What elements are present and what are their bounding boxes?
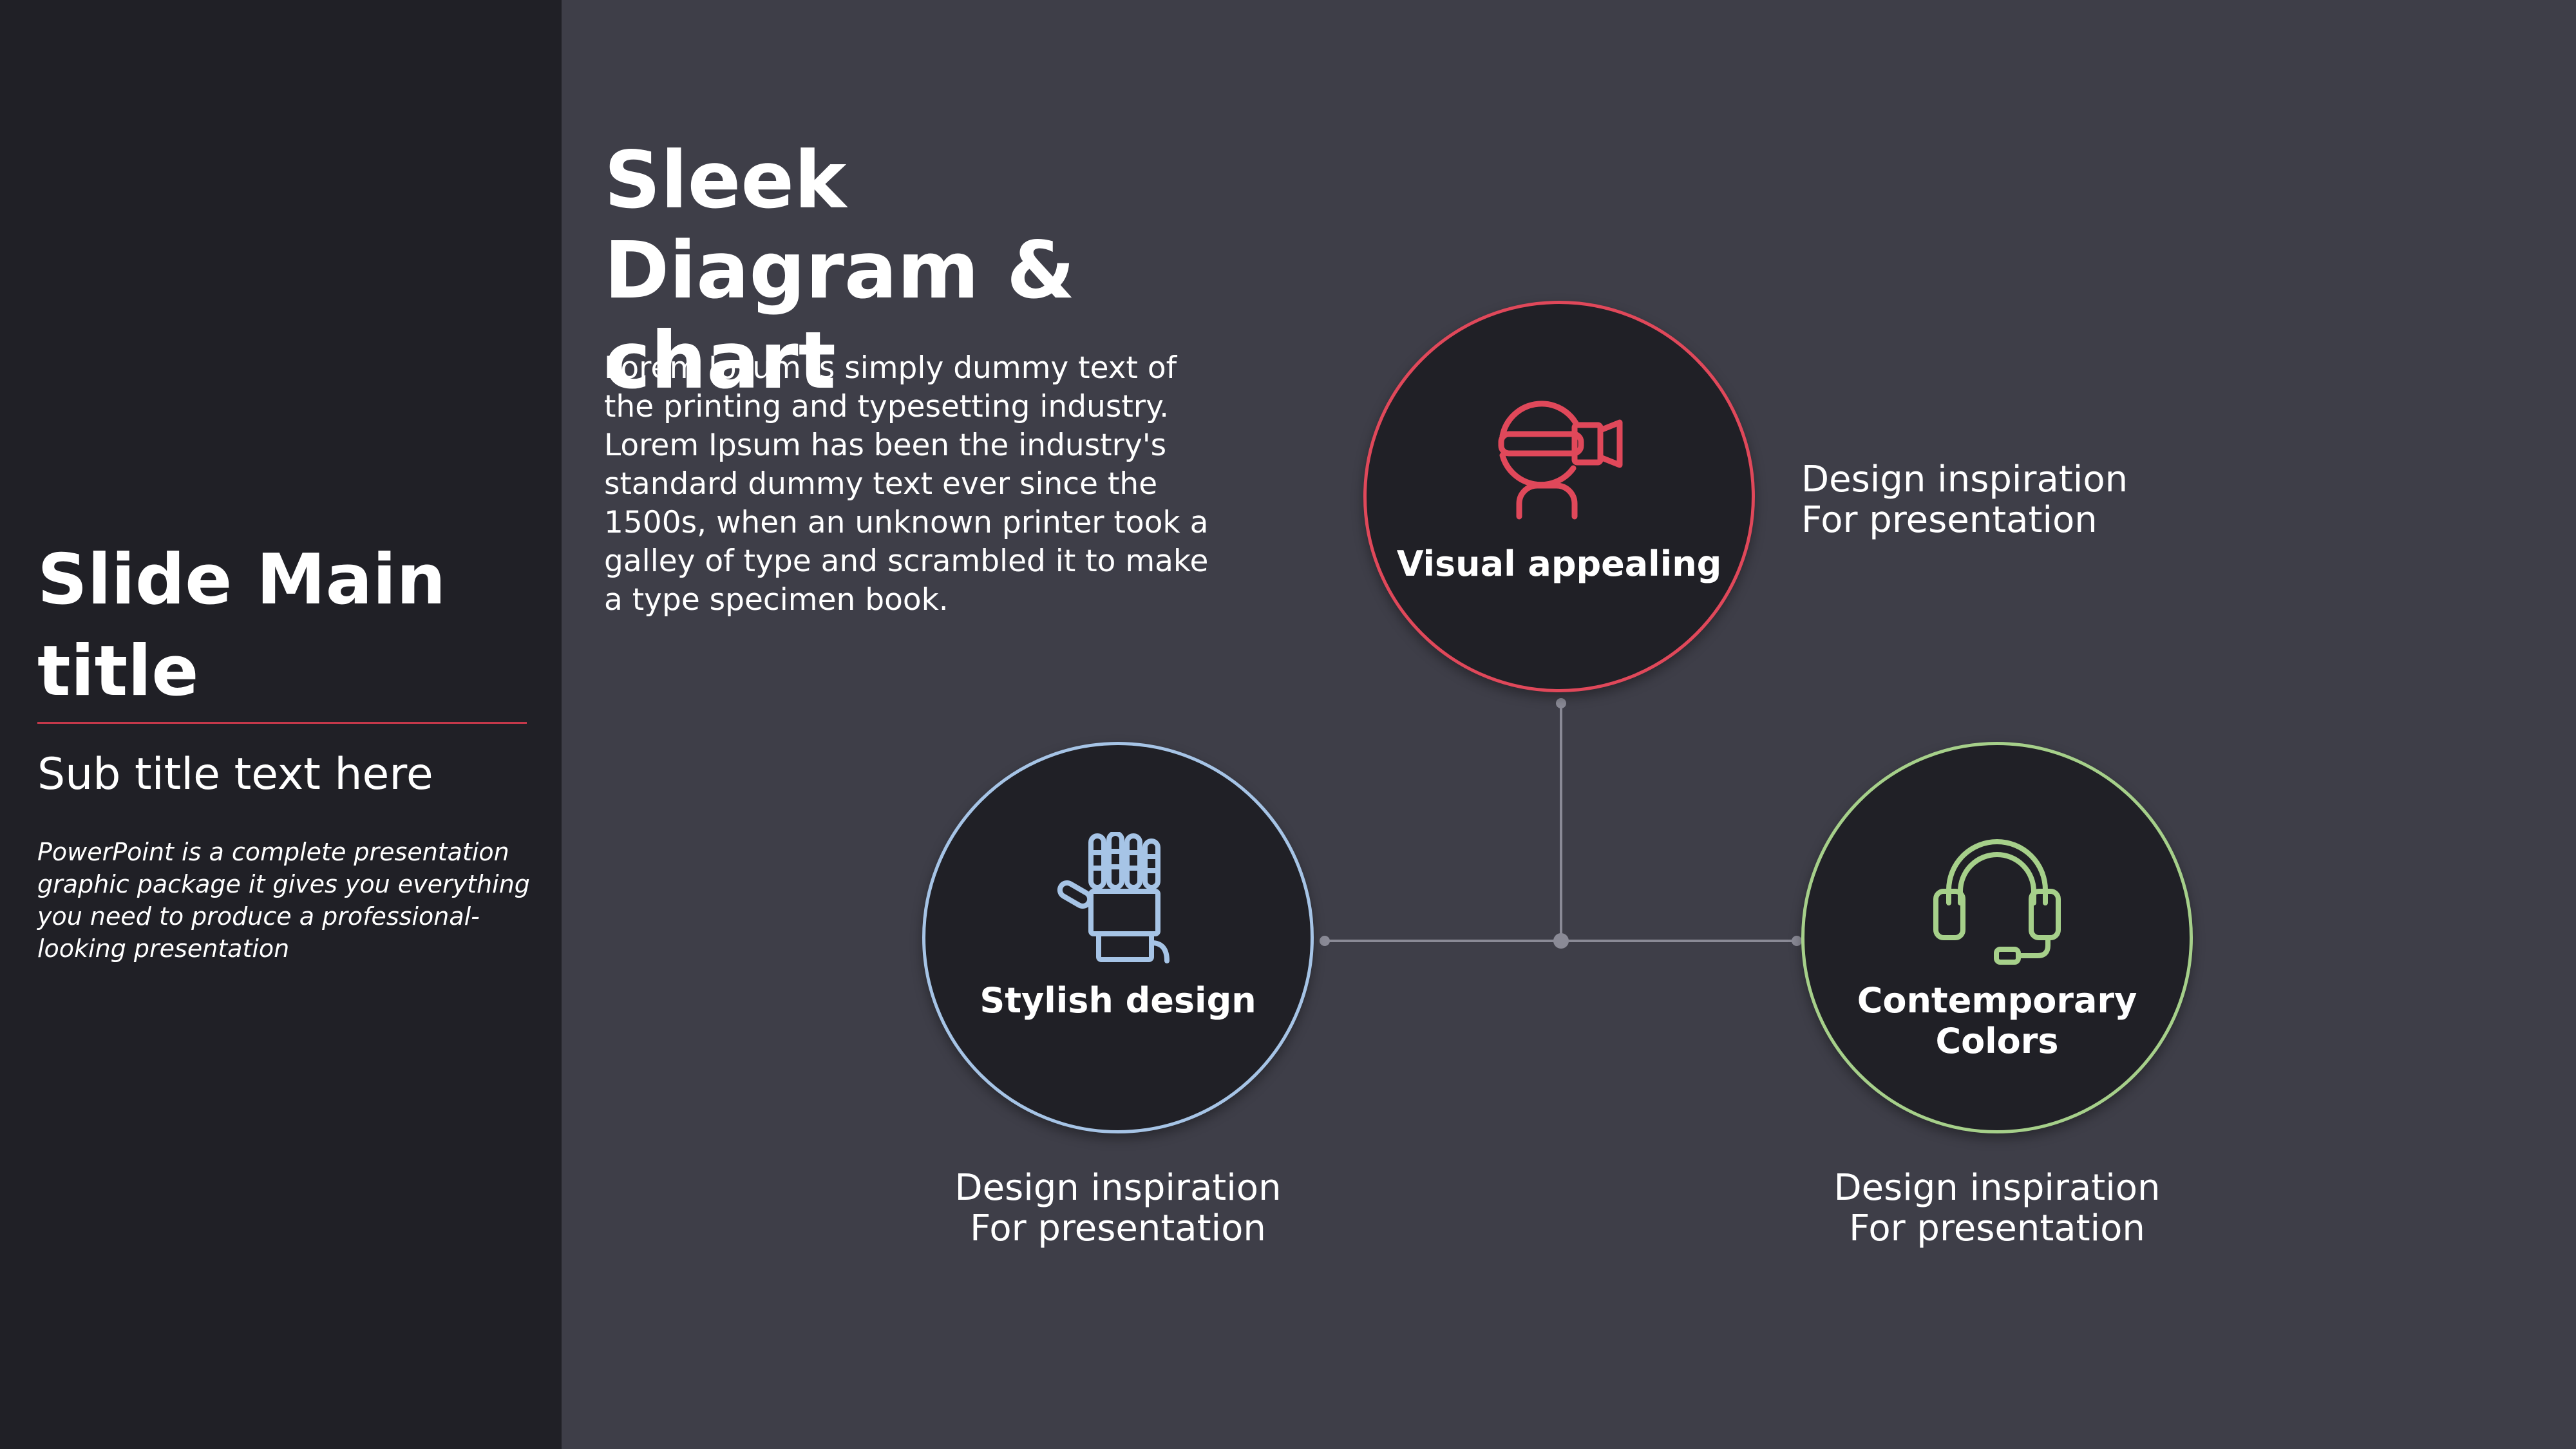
caption-line: For presentation	[1801, 499, 2098, 541]
connector-end-dot	[1556, 698, 1566, 708]
caption-line: Design inspiration	[954, 1167, 1282, 1209]
diagram-node-stylish-design: Stylish design	[922, 742, 1314, 1133]
title-divider	[37, 722, 527, 724]
diagram-body-text: Lorem Ipsum is simply dummy text of the …	[604, 350, 1209, 618]
robot-hand-icon	[1057, 832, 1170, 963]
caption-line: Design inspiration	[1833, 1167, 2161, 1209]
connector-hub-dot	[1553, 933, 1569, 949]
caption-line: Design inspiration	[1801, 459, 2128, 500]
caption-line: For presentation	[970, 1208, 1266, 1249]
diagram-node-contemporary-colors: Contemporary Colors	[1801, 742, 2193, 1133]
diagram-node-visual-appealing: Visual appealing	[1363, 301, 1755, 692]
node-label: Stylish design	[980, 980, 1256, 1021]
headset-icon	[1933, 839, 2061, 965]
slide-main-title: Slide Main title	[37, 540, 446, 712]
node-label: Contemporary Colors	[1857, 980, 2137, 1061]
caption-line: For presentation	[1849, 1208, 2145, 1249]
slide-description: PowerPoint is a complete presentation gr…	[37, 838, 530, 963]
connector-end-dot	[1792, 936, 1802, 946]
node-label: Visual appealing	[1396, 544, 1722, 584]
vr-headset-icon	[1498, 401, 1623, 520]
connector-end-dot	[1320, 936, 1330, 946]
node-caption-contemporary-colors: Design inspiration For presentation	[1804, 1168, 2190, 1249]
node-caption-stylish-design: Design inspiration For presentation	[925, 1168, 1311, 1249]
slide-subtitle: Sub title text here	[37, 749, 433, 800]
sidebar-panel: Slide Main title Sub title text here Pow…	[0, 0, 562, 1449]
diagram-heading: Sleek Diagram & chart	[604, 135, 1075, 406]
node-caption-visual-appealing: Design inspiration For presentation	[1801, 459, 2128, 540]
